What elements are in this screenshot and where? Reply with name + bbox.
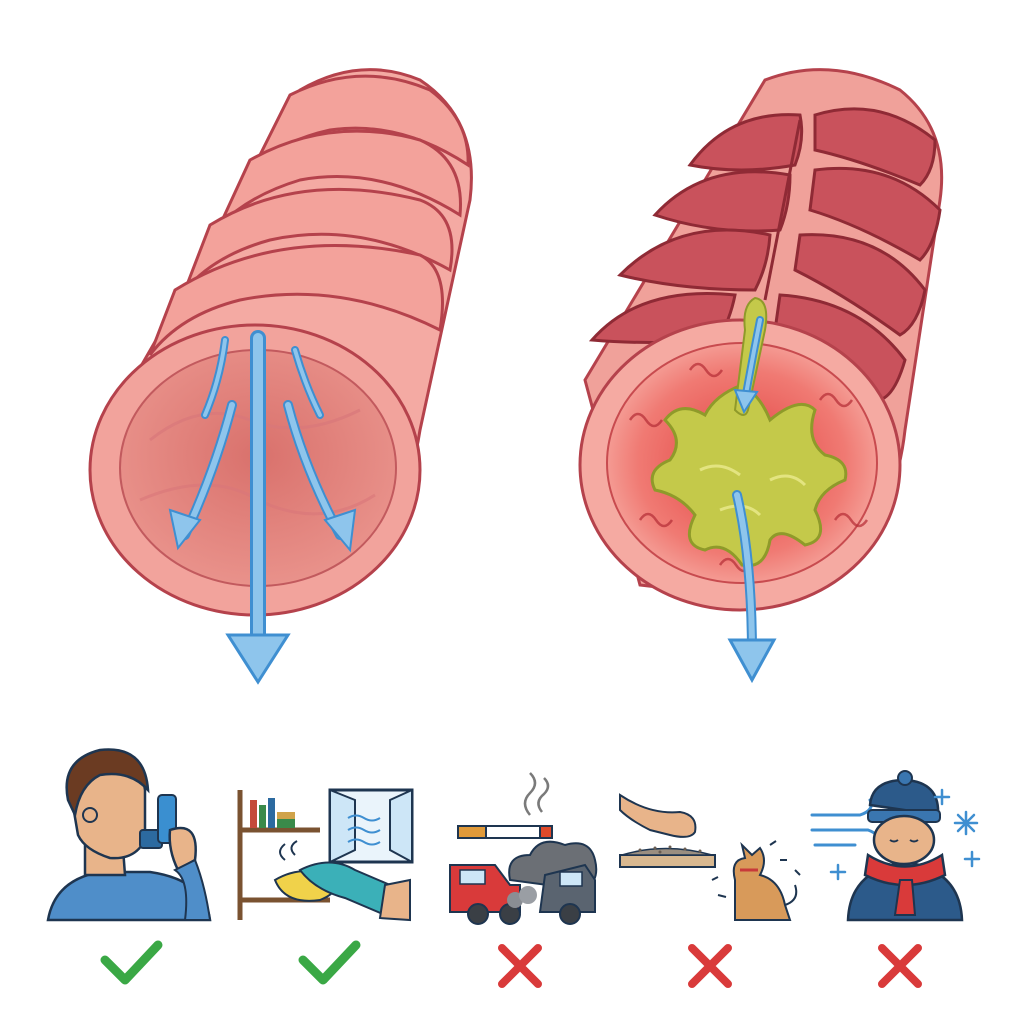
airflow-arrow-head <box>225 633 291 685</box>
mucus-plug <box>650 383 848 568</box>
normal-airway <box>88 68 473 685</box>
inhaler-check-icon <box>100 940 163 985</box>
smoke-pollution-icon <box>449 772 598 925</box>
airflow-arrows <box>168 330 357 685</box>
cleaning-check-icon <box>298 940 361 985</box>
airflow-arrow-head <box>727 638 777 684</box>
inhaler-use-icon <box>46 748 212 922</box>
dust-pet-dander-icon <box>619 793 801 921</box>
smoke-cross-icon <box>498 944 542 988</box>
restricted-airflow-arrows <box>727 316 777 684</box>
cartilage-rings <box>148 74 470 356</box>
dust-cross-icon <box>688 944 732 988</box>
cold-air-cross-icon <box>878 944 922 988</box>
asthma-airway <box>578 68 944 684</box>
cold-air-icon <box>810 770 981 922</box>
cleaning-ventilation-icon <box>237 788 414 922</box>
